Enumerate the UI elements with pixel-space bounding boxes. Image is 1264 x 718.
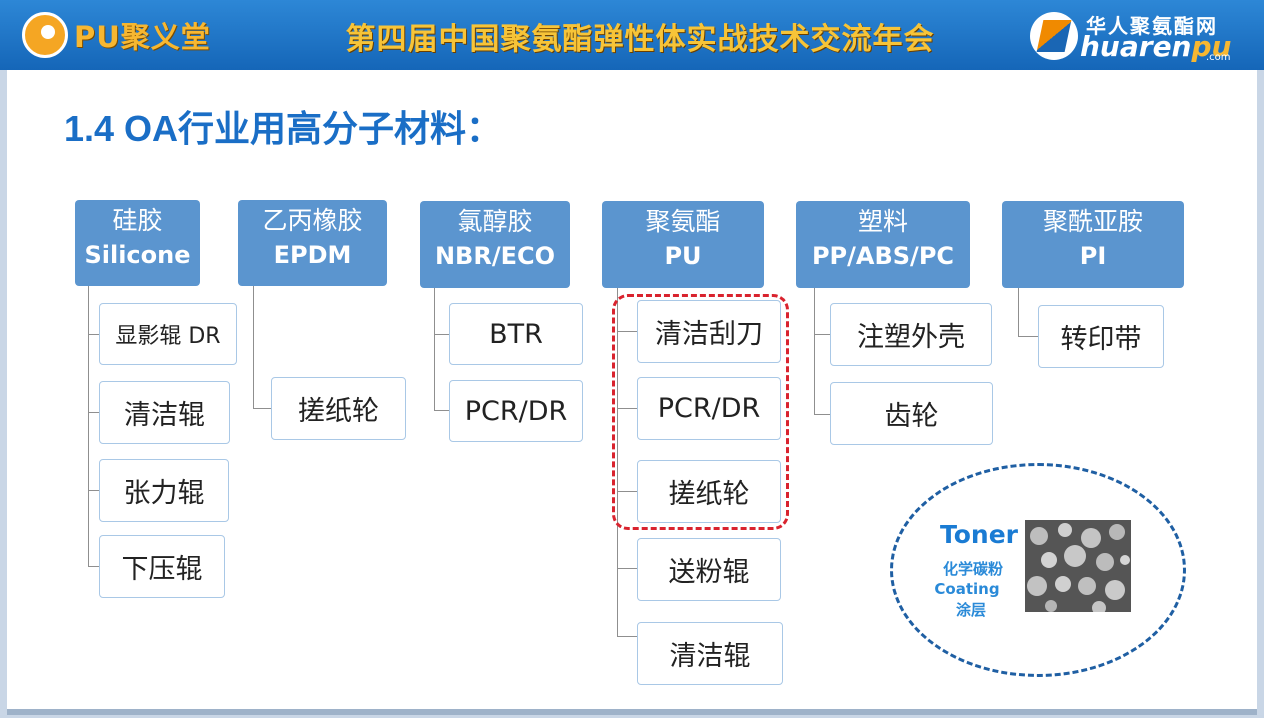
toner-title: Toner: [940, 520, 1018, 549]
right-logo-en: huarenpu: [1080, 30, 1231, 63]
category-pi-en: PI: [1079, 242, 1107, 270]
category-pu: 聚氨酯 PU: [602, 201, 764, 288]
connector-silicone-2: [88, 490, 99, 491]
connector-epdm-trunk: [253, 286, 254, 408]
toner-coating-label: Coating: [934, 580, 1000, 598]
item-silicone-cleaning-roller: 清洁辊: [99, 381, 230, 444]
pu-logo-icon: [22, 12, 68, 58]
category-pi: 聚酰亚胺 PI: [1002, 201, 1184, 288]
toner-particles-image: [1025, 520, 1131, 612]
category-plastic-cn: 塑料: [857, 207, 908, 236]
item-nbr-btr: BTR: [449, 303, 583, 365]
connector-pu-0: [617, 331, 637, 332]
category-pi-cn: 聚酰亚胺: [1042, 207, 1143, 236]
category-epdm-cn: 乙丙橡胶: [262, 206, 363, 235]
category-nbr-eco: 氯醇胶 NBR/ECO: [420, 201, 570, 288]
connector-pi-trunk: [1018, 288, 1019, 336]
toner-chemical-label: 化学碳粉: [942, 560, 1003, 578]
connector-silicone-1: [88, 412, 99, 413]
left-logo-text: PU聚义堂: [74, 20, 211, 54]
category-pu-en: PU: [664, 242, 702, 270]
right-logo-cn: 华人聚氨酯网: [1086, 14, 1218, 38]
item-pi-transfer-belt: 转印带: [1038, 305, 1164, 368]
connector-plastic-0: [814, 334, 830, 335]
category-pu-cn: 聚氨酯: [645, 207, 721, 236]
item-plastic-gear: 齿轮: [830, 382, 993, 445]
category-nbr-eco-cn: 氯醇胶: [457, 207, 533, 236]
category-plastic: 塑料 PP/ABS/PC: [796, 201, 970, 288]
item-pu-pcr-dr: PCR/DR: [637, 377, 781, 440]
huarenpu-logo: 华人聚氨酯网 huarenpu .com: [1030, 8, 1258, 64]
connector-silicone-0: [88, 334, 99, 335]
connector-nbr-trunk: [434, 288, 435, 410]
item-epdm-pickup-roller: 搓纸轮: [271, 377, 406, 440]
right-logo-en-a: huaren: [1080, 30, 1192, 63]
conference-title: 第四届中国聚氨酯弹性体实战技术交流年会: [345, 22, 935, 57]
connector-nbr-0: [434, 334, 449, 335]
item-pu-toner-roller: 送粉辊: [637, 538, 781, 601]
right-logo-com: .com: [1206, 52, 1231, 63]
connector-silicone-3: [88, 566, 99, 567]
right-logo-en-b: pu: [1191, 30, 1232, 63]
connector-pu-trunk: [617, 288, 618, 636]
connector-pu-1: [617, 408, 637, 409]
category-epdm-en: EPDM: [273, 241, 352, 269]
connector-nbr-1: [434, 410, 449, 411]
toner-coating-cn-label: 涂层: [955, 601, 986, 619]
item-pu-pickup-roller: 搓纸轮: [637, 460, 781, 523]
connector-plastic-trunk: [814, 288, 815, 414]
category-silicone: 硅胶 Silicone: [75, 200, 200, 286]
item-silicone-tension-roller: 张力辊: [99, 459, 229, 522]
item-pu-cleaning-roller: 清洁辊: [637, 622, 783, 685]
pu-juyitang-logo: PU聚义堂: [22, 10, 211, 60]
connector-pu-4: [617, 636, 637, 637]
item-plastic-housing: 注塑外壳: [830, 303, 992, 366]
huarenpu-logo-icon: [1030, 12, 1078, 60]
pu-highlight-frame: [612, 294, 789, 530]
connector-pu-3: [617, 568, 637, 569]
category-nbr-eco-en: NBR/ECO: [434, 242, 556, 270]
category-plastic-en: PP/ABS/PC: [811, 242, 955, 270]
category-epdm: 乙丙橡胶 EPDM: [238, 200, 387, 286]
toner-particles-svg: [1025, 520, 1131, 612]
category-silicone-cn: 硅胶: [112, 206, 163, 235]
slide-title: 1.4 OA行业用高分子材料：: [64, 108, 503, 149]
connector-pi-0: [1018, 336, 1038, 337]
item-pu-cleaning-blade: 清洁刮刀: [637, 300, 781, 363]
item-silicone-pressure-roller: 下压辊: [99, 535, 225, 598]
item-silicone-dr-roller: 显影辊 DR: [99, 303, 237, 365]
connector-silicone-trunk: [88, 286, 89, 567]
connector-pu-2: [617, 491, 637, 492]
connector-epdm-0: [253, 408, 271, 409]
slide-bottom-shadow: [7, 709, 1257, 715]
toner-ellipse: [890, 463, 1186, 677]
connector-plastic-1: [814, 414, 830, 415]
category-silicone-en: Silicone: [84, 241, 191, 269]
header-banner: PU聚义堂 第四届中国聚氨酯弹性体实战技术交流年会 华人聚氨酯网 huarenp…: [0, 0, 1264, 70]
item-nbr-pcr-dr: PCR/DR: [449, 380, 583, 442]
